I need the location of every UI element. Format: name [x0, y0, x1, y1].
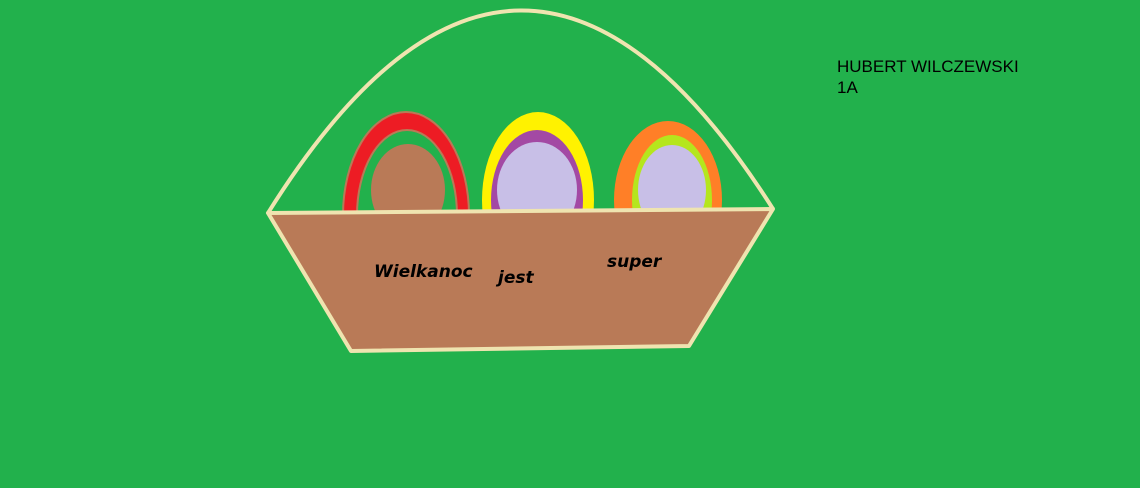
- author-name: HUBERT WILCZEWSKI: [837, 57, 1019, 76]
- basket-body: [266, 207, 775, 353]
- author-class: 1A: [837, 78, 858, 97]
- basket-word-super: super: [607, 252, 662, 272]
- basket-handle: [266, 8, 775, 215]
- basket-word-jest: jest: [498, 268, 534, 288]
- basket-word-wielkanoc: Wielkanoc: [374, 262, 473, 282]
- author-label: HUBERT WILCZEWSKI 1A: [837, 56, 1019, 98]
